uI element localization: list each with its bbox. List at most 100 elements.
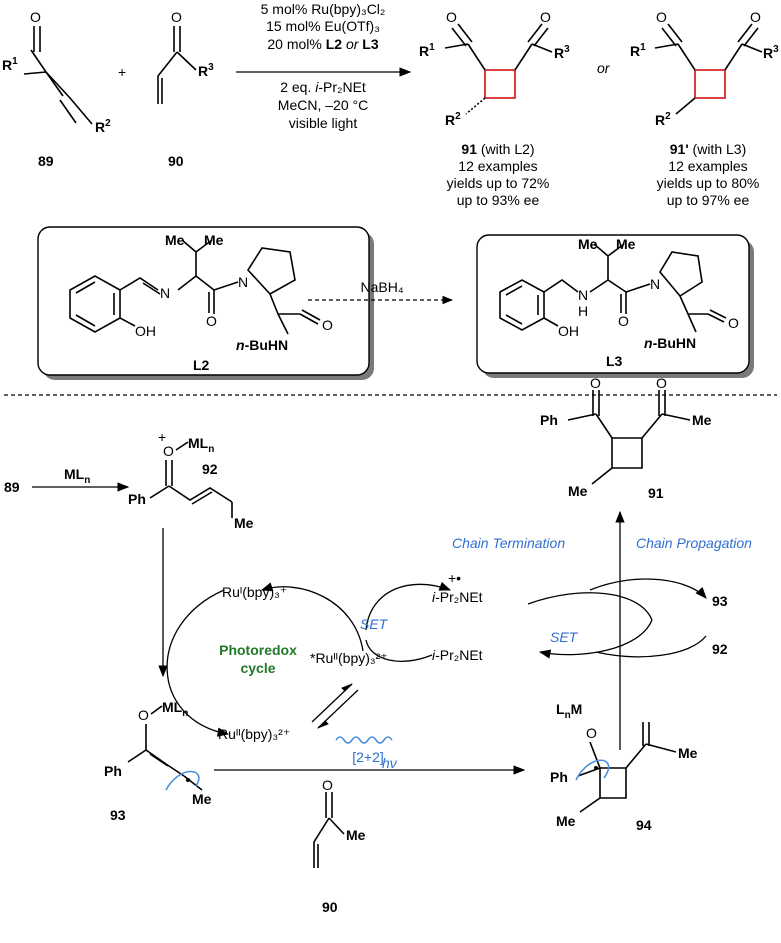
amine-radical: i-Pr₂NEt — [432, 589, 483, 605]
cycle-arc-top — [260, 582, 364, 652]
oxygen-92: O — [163, 443, 174, 459]
set-arrow-in — [365, 639, 433, 662]
r2-91p: R2 — [655, 111, 671, 128]
chain-propagation-label: Chain Propagation — [636, 535, 752, 551]
reaction-conditions: 5 mol% Ru(bpy)₃Cl₂ 15 mol% Eu(OTf)₃ 20 m… — [261, 1, 386, 131]
right-set-lower — [538, 619, 653, 659]
arrow-to-93-out — [589, 578, 707, 599]
product-91-yields: yields up to 72% — [447, 175, 550, 191]
carbonyl-oxygen-89: O — [30, 9, 41, 25]
mln-92: MLn — [188, 435, 214, 455]
reduction-reagent: NaBH₄ — [360, 279, 403, 295]
lnm-94: LnM — [556, 701, 582, 721]
mech-91-oxygen-a: O — [590, 375, 601, 391]
compound-number-92: 92 — [202, 461, 218, 477]
product-91prime-info: 91' (with L3) 12 examples yields up to 8… — [657, 141, 760, 208]
condition-base: 2 eq. i-Pr₂NEt — [280, 79, 366, 95]
set-arrow-out — [365, 581, 452, 631]
ring-n-l2: N — [238, 274, 248, 290]
compound-number-89: 89 — [38, 153, 54, 169]
methyl-92: Me — [234, 515, 254, 531]
compound-number-90-bottom: 90 — [322, 899, 338, 915]
compound-number-94: 94 — [636, 817, 652, 833]
condition-ligand: 20 mol% L2 or L3 — [267, 36, 378, 52]
r3-91: R3 — [554, 44, 570, 61]
condition-light: visible light — [289, 115, 358, 131]
relaxation-arrow — [317, 689, 359, 729]
hv-label: hν — [382, 755, 397, 771]
product-91-title: 91 (with L2) — [461, 141, 534, 157]
product-91p-ee: up to 97% ee — [667, 192, 750, 208]
methyl-90-bottom: Me — [346, 827, 366, 843]
mech-91-oxygen-b: O — [656, 375, 667, 391]
mech-start-89: 89 — [4, 479, 20, 495]
reactant-90: O R3 90 — [157, 9, 214, 169]
r3-91p: R3 — [763, 44, 779, 61]
radical-dot-94-icon — [594, 766, 598, 770]
r3-90: R3 — [198, 62, 214, 79]
phenyl-94: Ph — [550, 769, 568, 785]
chain-termination-label: Chain Termination — [452, 535, 565, 551]
condition-catalyst: 5 mol% Ru(bpy)₃Cl₂ — [261, 1, 386, 17]
amine: i-Pr₂NEt — [432, 647, 483, 663]
ligand-label-l3: L3 — [606, 353, 623, 369]
amine-radical-charge: +• — [448, 570, 461, 586]
methyl-ketone-94: Me — [678, 745, 698, 761]
reactant-89: O R1 R2 89 — [2, 9, 111, 169]
methyl-l2-b: Me — [204, 232, 224, 248]
amine-n-l3: N — [578, 287, 588, 303]
product-91-ee: up to 93% ee — [457, 192, 540, 208]
set-right-label: SET — [550, 629, 579, 645]
amine-h-l3: H — [578, 303, 588, 319]
radical-orbital-icon — [165, 770, 200, 791]
phenyl-93: Ph — [104, 763, 122, 779]
hydroxyl-l2: OH — [135, 323, 156, 339]
imine-n-l2: N — [160, 285, 170, 301]
r1-91p: R1 — [630, 42, 646, 59]
oxygen-93: O — [138, 707, 149, 723]
plus-sign: + — [118, 64, 126, 80]
mln-93: MLn — [162, 699, 188, 719]
oxygen-91p-a: O — [656, 9, 667, 25]
reagent-90-bottom: O Me 90 — [313, 777, 366, 915]
methyl-l3-b: Me — [616, 236, 636, 252]
oxygen-94: O — [586, 725, 597, 741]
oxygen-91p-b: O — [750, 9, 761, 25]
ligand-l2-box: OH N Me Me O N O n-BuHN L2 — [37, 226, 374, 380]
mech-91-number: 91 — [648, 485, 664, 501]
r2-91: R2 — [445, 111, 461, 128]
r1-91: R1 — [419, 42, 435, 59]
ring-n-l3: N — [650, 276, 660, 292]
cycloaddition-label: [2+2] — [352, 749, 384, 765]
oxygen-91-a: O — [446, 9, 457, 25]
product-91prime-structure: O O R1 R3 R2 — [630, 9, 779, 128]
intermediate-92: + O MLn Ph Me 92 — [128, 429, 254, 531]
compound-number-93: 93 — [110, 807, 126, 823]
product-91-structure: O O R1 R3 R2 — [419, 9, 570, 128]
product-91p-yields: yields up to 80% — [657, 175, 760, 191]
methyl-l2-a: Me — [165, 232, 185, 248]
photoredox-title: Photoredox — [219, 642, 297, 658]
compound-number-90: 90 — [168, 153, 184, 169]
or-label: or — [597, 60, 611, 76]
intermediate-94: LnM O Ph Me Me 94 — [550, 701, 698, 833]
out-93-label: 93 — [712, 593, 728, 609]
cycle-arc-left — [166, 589, 230, 737]
photoredox-subtitle: cycle — [240, 660, 275, 676]
ru-ii-label: Ruᴵᴵ(bpy)₃²⁺ — [218, 726, 290, 742]
charge-92: + — [158, 429, 166, 445]
butylamide-l3: n-BuHN — [644, 335, 696, 351]
phenyl-92: Ph — [128, 491, 146, 507]
set-left-label: SET — [360, 616, 389, 632]
amide-o-l3: O — [618, 313, 629, 329]
ligand-l3-box: OH N H Me Me O N O n-BuHN L3 — [476, 234, 754, 378]
oxygen-91-b: O — [540, 9, 551, 25]
condition-lewis-acid: 15 mol% Eu(OTf)₃ — [266, 18, 380, 34]
radical-dot-icon — [186, 778, 190, 782]
product-91p-examples: 12 examples — [668, 158, 747, 174]
methyl-l3-a: Me — [578, 236, 598, 252]
mechanism-product-91: O O Ph Me Me 91 — [540, 375, 712, 501]
amide-o2-l2: O — [322, 317, 333, 333]
mech-91-methyl-ketone: Me — [692, 412, 712, 428]
